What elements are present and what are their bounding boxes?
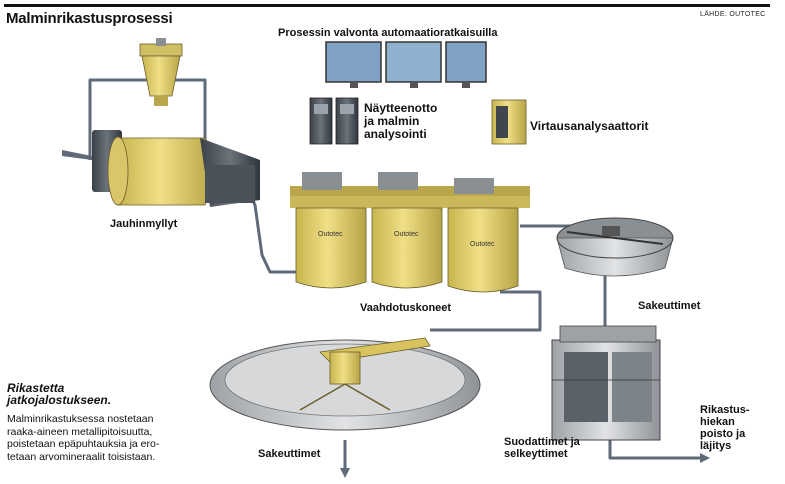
tank-brand-1: Outotec [318,231,343,238]
thickener-right [556,217,674,277]
sampling-cabinets [309,97,359,145]
pipe-feed-loop-right [172,78,207,150]
feed-hopper [139,38,183,106]
caption-heading: Rikastetta jatkojalostukseen. [7,381,112,407]
label-flow-analyzers: Virtausanalysaattorit [530,119,649,133]
label-thickeners-right: Sakeuttimet [638,300,701,312]
control-room-monitors [325,41,487,88]
pipe-arrow-tailings [700,453,710,463]
top-rule [4,4,770,7]
label-sampling: Näytteenotto ja malmin analysointi [364,101,438,141]
pipe-filter-out [608,440,700,460]
pipe-feed-loop [88,78,150,160]
label-thickeners-bottom: Sakeuttimet [258,448,321,460]
tank-brand-3: Outotec [470,241,495,248]
tank-brand-2: Outotec [394,231,419,238]
pipe-arrow-mill-shaft [62,150,92,160]
source-credit: LÄHDE: OUTOTEC [700,11,766,18]
label-flotation: Vaahdotuskoneet [360,302,452,314]
pipe-arrow-bottom [340,468,350,478]
page-title: Malminrikastusprosessi [6,10,173,27]
grinding-mill [92,130,260,207]
thickener-bottom [209,337,481,431]
label-mills: Jauhinmyllyt [110,218,178,230]
caption-body: Malminrikastuksessa nostetaan raaka-aine… [7,413,160,463]
label-filters: Suodattimet ja selkeyttimet [504,436,580,460]
label-tailings: Rikastus- hiekan poisto ja läjitys [700,404,750,452]
filter-building [551,325,661,441]
flow-analyzer [491,99,527,145]
label-monitoring: Prosessin valvonta automaatioratkaisuill… [278,27,498,39]
pipe-flotation-down [430,290,542,332]
flotation-cells: Outotec Outotec Outotec [290,172,530,293]
